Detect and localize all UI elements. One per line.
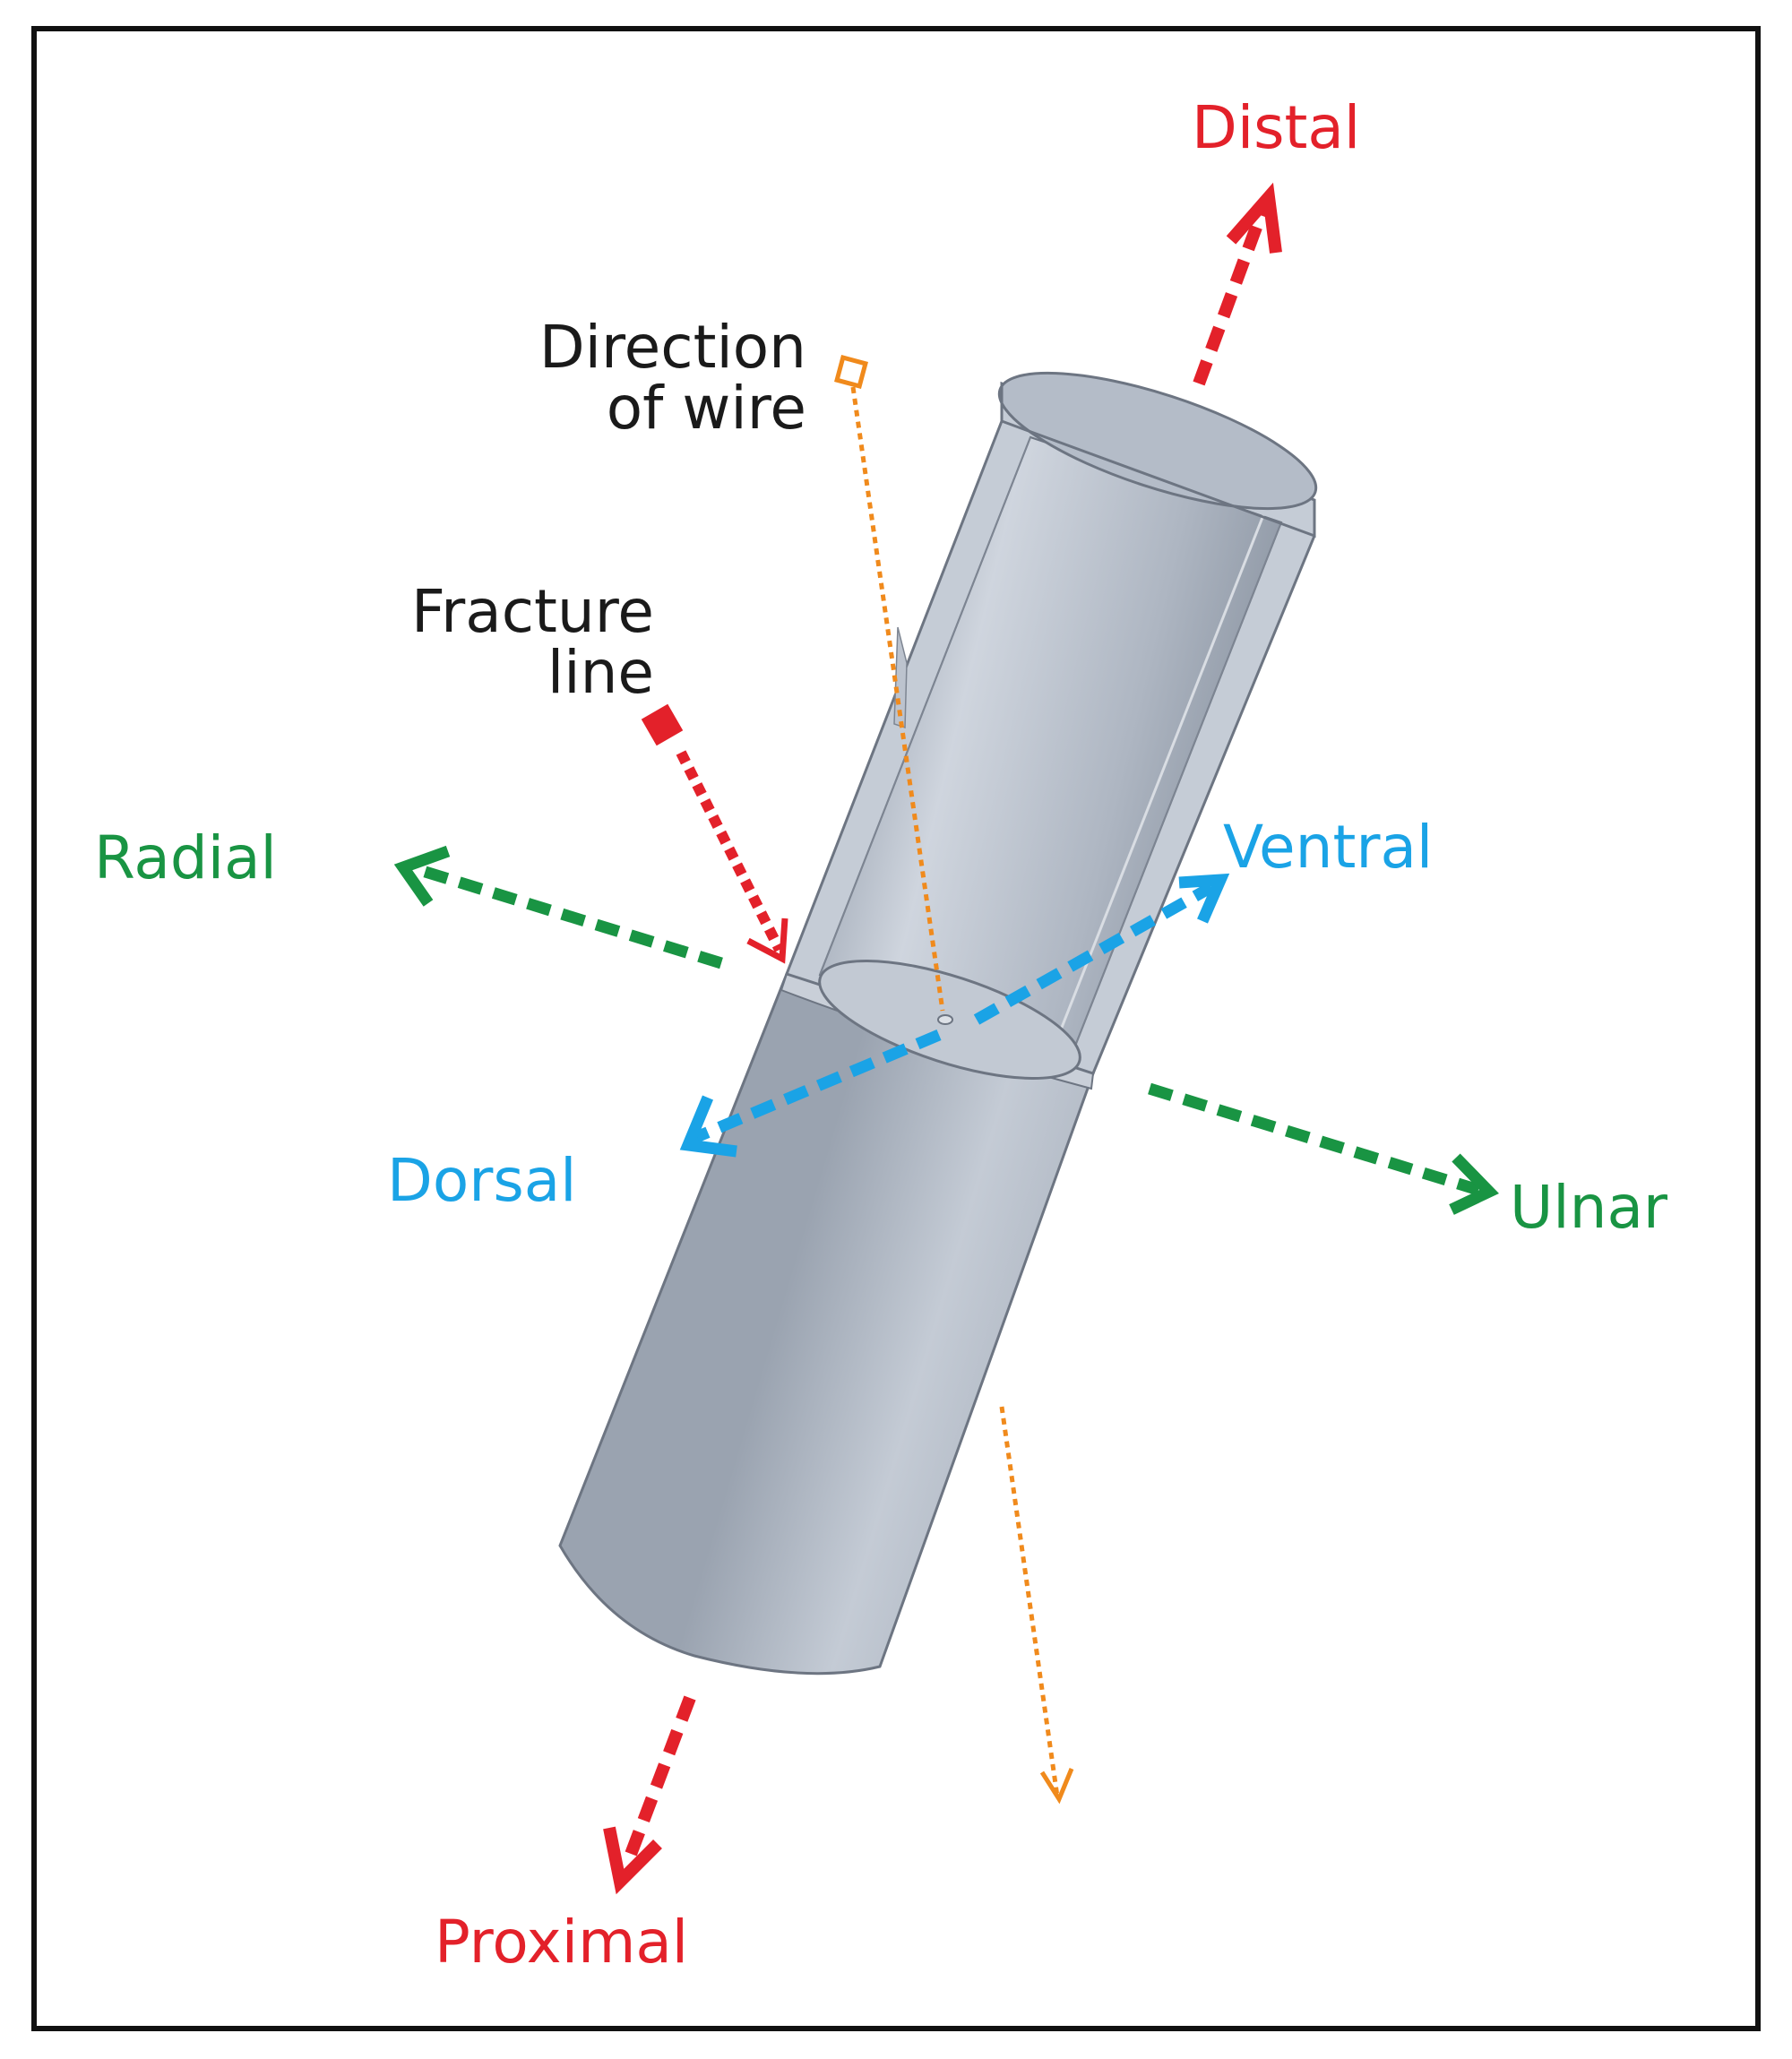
ulnar-arrow-shaft (1148, 1082, 1480, 1196)
fracture-pointer-square (641, 703, 684, 746)
distal-arrow-shaft (1193, 205, 1270, 386)
radial-ulnar-axis (393, 845, 1499, 1215)
proximal-arrow-shaft (621, 1695, 696, 1866)
wire-exit-arrow (999, 1406, 1060, 1797)
wire-direction-indicator (834, 355, 1074, 1805)
dorsal-label: Dorsal (387, 1146, 577, 1215)
direction-of-wire-label-line2: of wire (607, 374, 806, 443)
ulnar-label: Ulnar (1510, 1173, 1668, 1242)
wire-line (850, 386, 945, 1012)
fracture-pointer-arrowhead (746, 918, 788, 964)
top-cap-ellipse (997, 371, 1318, 511)
ventral-arrowhead (1178, 873, 1230, 924)
fracture-pointer-line (676, 750, 785, 952)
bone-cylinder (558, 371, 1318, 1676)
ventral-label: Ventral (1223, 813, 1433, 882)
ulnar-arrowhead (1449, 1153, 1499, 1215)
distal-arrowhead (1226, 182, 1282, 254)
proximal-label: Proximal (435, 1908, 688, 1977)
radial-arrow-shaft (415, 863, 723, 969)
proximal-arrowhead (603, 1826, 662, 1895)
distal-label: Distal (1192, 93, 1360, 162)
ventral-dorsal-axis (679, 873, 1230, 1158)
wire-entry-point (937, 1014, 953, 1025)
dorsal-arrowhead (679, 1095, 737, 1158)
fracture-line-label-line1: Fracture (411, 577, 654, 646)
distal-proximal-axis (603, 182, 1282, 1895)
ventral-arrow-shaft (973, 882, 1215, 1025)
fracture-line-label-line2: line (547, 638, 654, 707)
direction-of-wire-label-line1: Direction (539, 313, 806, 382)
dorsal-arrow-shaft (692, 1030, 942, 1143)
wire-start-square (834, 355, 868, 389)
lower-cylinder-body (558, 972, 1095, 1676)
radial-label: Radial (94, 823, 277, 892)
fracture-line-pointer (641, 703, 788, 964)
radial-arrowhead (393, 845, 451, 907)
